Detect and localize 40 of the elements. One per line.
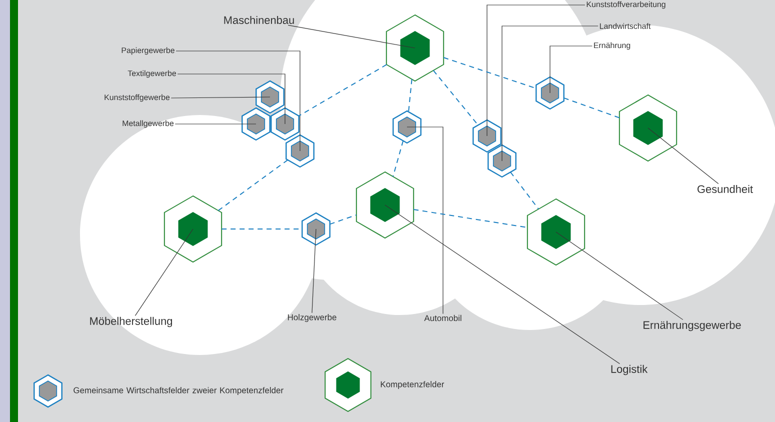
leader-line [648, 128, 719, 184]
leader-line [176, 50, 300, 152]
leader-line [406, 126, 444, 314]
connector-line [432, 70, 479, 126]
shared-field-hexagon [392, 110, 422, 144]
connector-line [563, 97, 620, 118]
leader-line [556, 232, 684, 320]
shared-field-hexagon [242, 107, 270, 141]
shared-field-hexagon [472, 119, 502, 153]
shared-field-hexagon [286, 134, 314, 168]
leader-line [177, 74, 286, 124]
leader-line [170, 96, 270, 98]
leader-line [288, 24, 416, 48]
connector-line [392, 140, 404, 178]
field-label: Automobil [424, 314, 462, 322]
leader-line [312, 228, 316, 314]
shared-field-hexagon [270, 107, 300, 141]
connector-line [329, 214, 357, 225]
leader-line [550, 46, 592, 94]
connector-line [218, 159, 288, 212]
field-label: Maschinenbau [224, 16, 294, 24]
connector-line [408, 78, 412, 112]
connector-line [443, 57, 537, 89]
legend-text: Kompetenzfelder [380, 381, 444, 389]
leader-line [502, 26, 598, 162]
leader-line [486, 4, 586, 136]
legend-text: Gemeinsame Wirtschaftsfelder zweier Kompetenzfelder [74, 387, 284, 395]
field-label: Möbelherstellung [90, 316, 172, 328]
shared-field-hexagon [536, 76, 564, 110]
connector-line [413, 209, 528, 228]
connector-line [510, 172, 540, 210]
shared-field-hexagon [488, 144, 516, 178]
leader-line [384, 204, 620, 364]
field-label: Holzgewerbe [288, 314, 336, 322]
connector-line [298, 64, 388, 116]
field-label: Logistik [611, 364, 648, 376]
field-label: Gesundheit [698, 184, 753, 194]
shared-field-hexagon [302, 212, 330, 246]
leader-line [134, 228, 194, 316]
field-label: Ernährungsgewerbe [644, 320, 741, 332]
